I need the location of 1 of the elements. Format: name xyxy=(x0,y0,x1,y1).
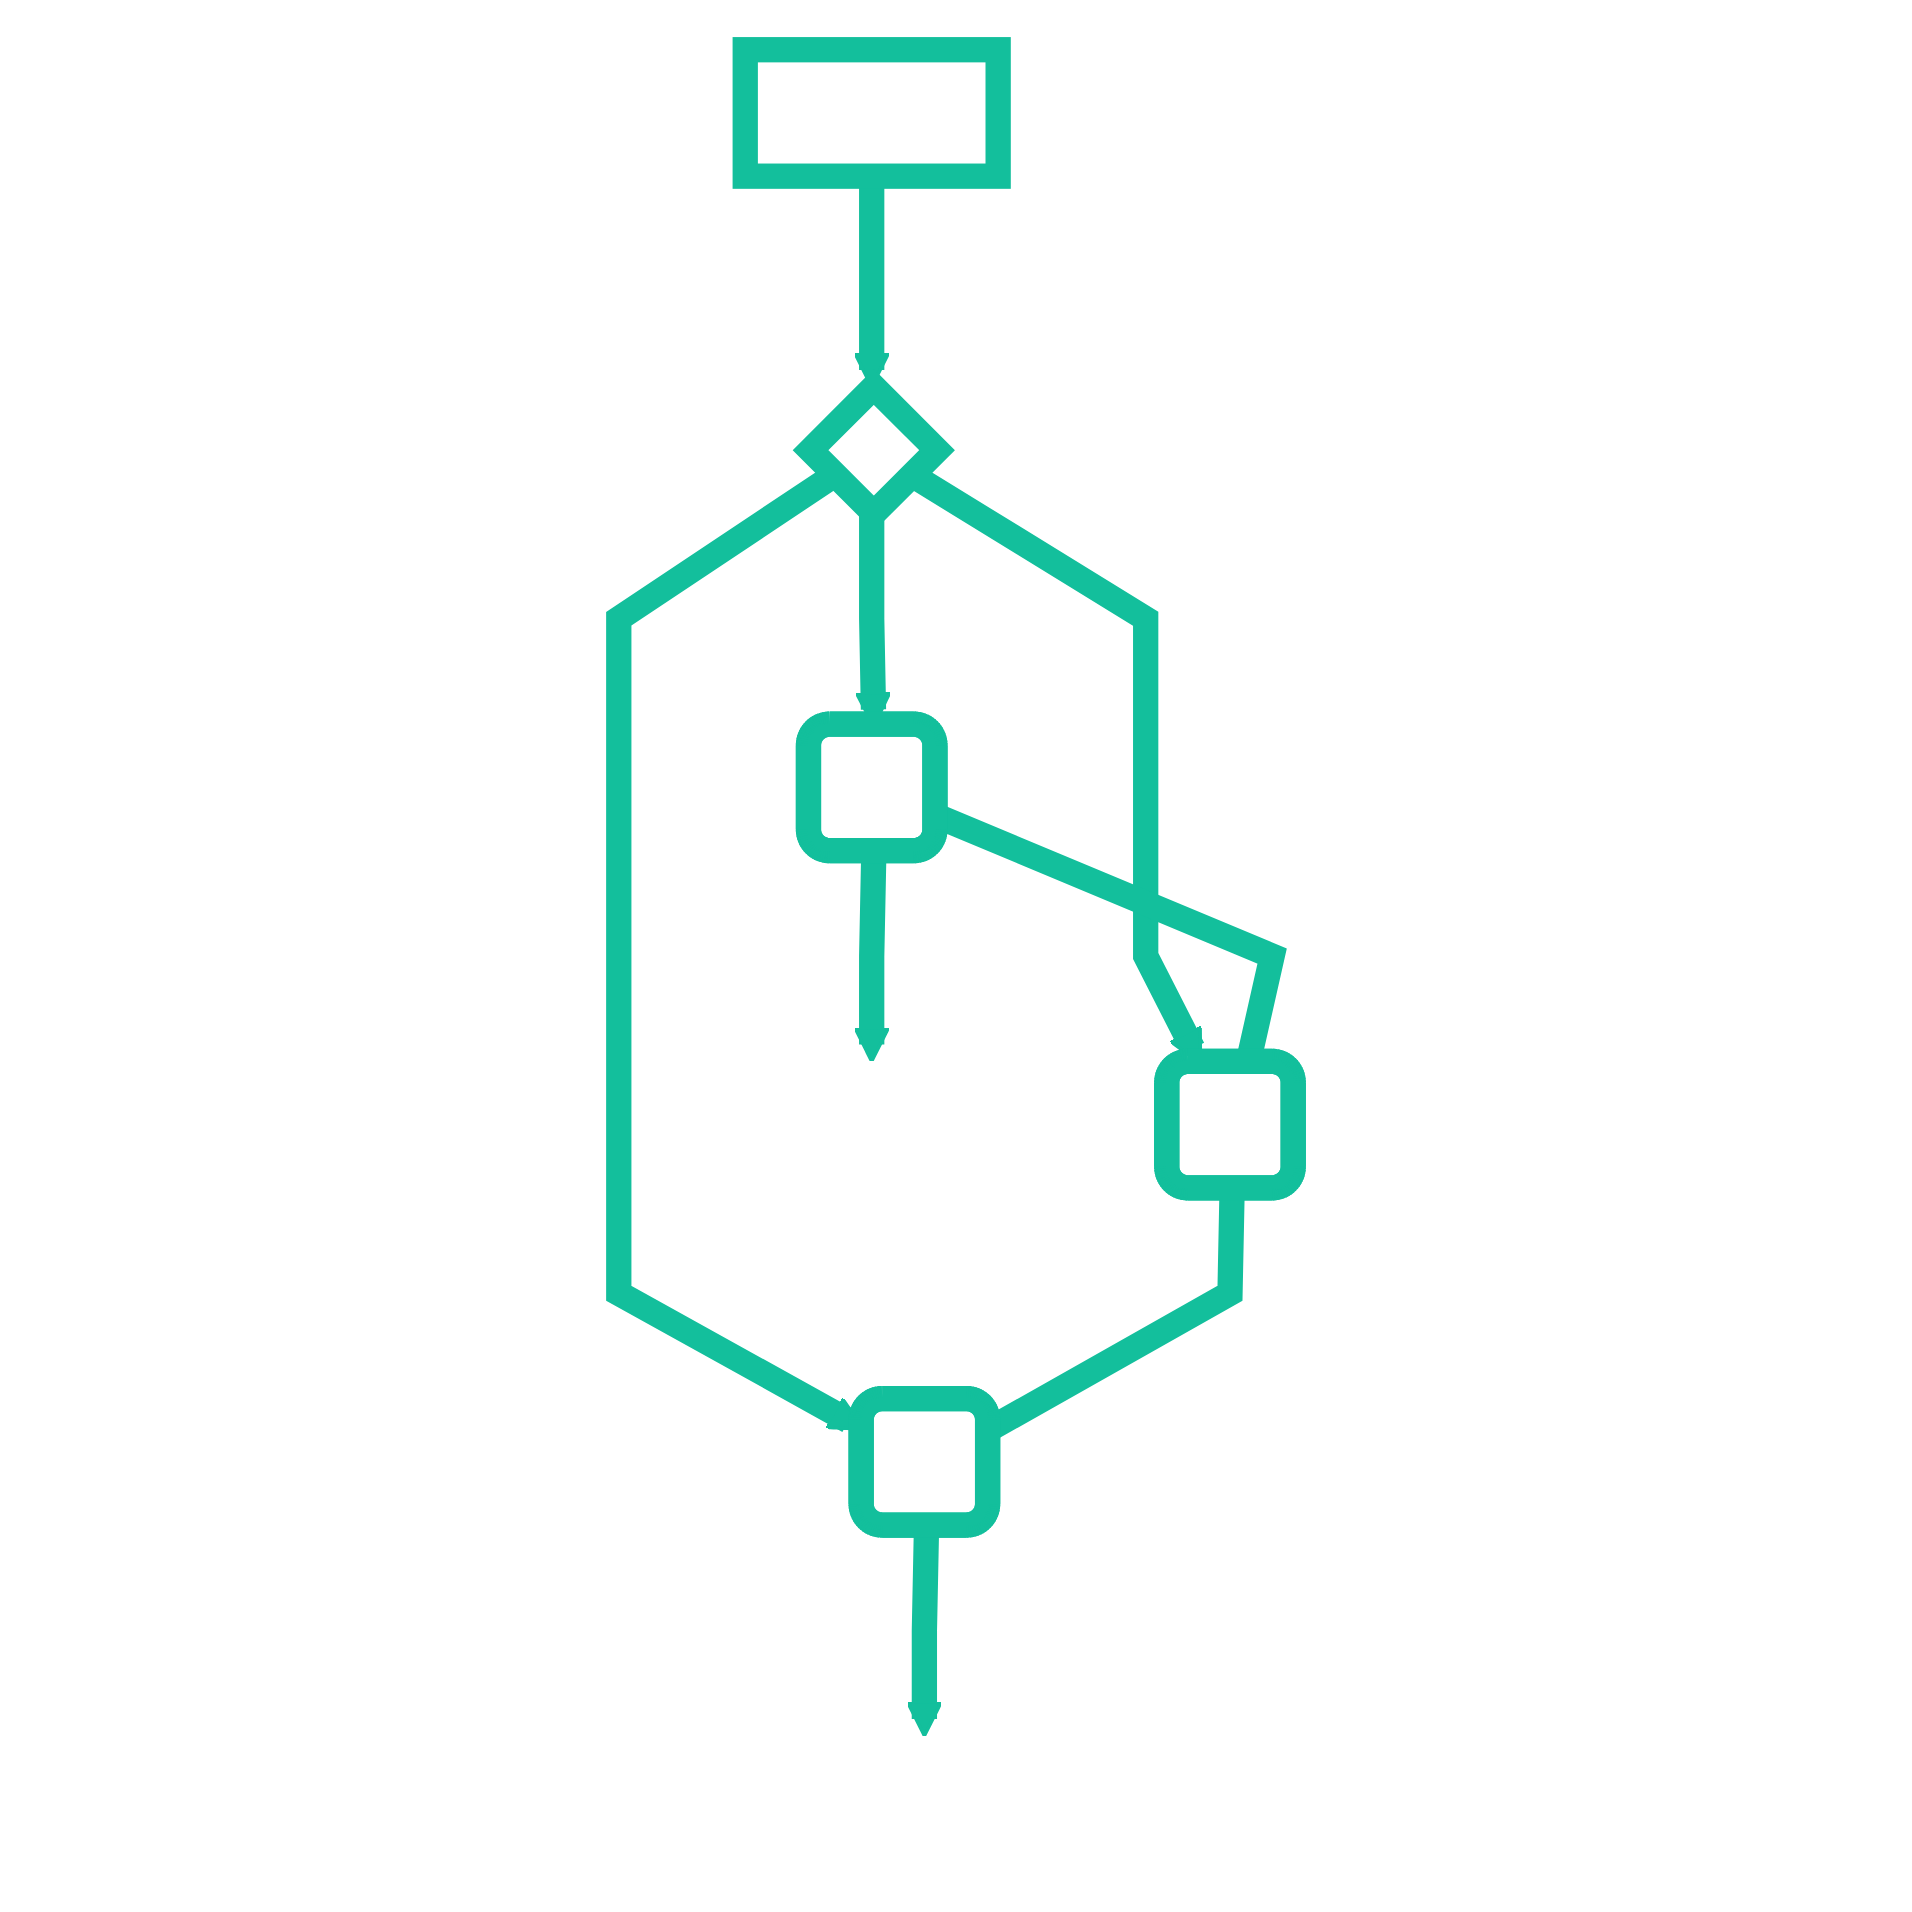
node-box xyxy=(732,37,1011,189)
